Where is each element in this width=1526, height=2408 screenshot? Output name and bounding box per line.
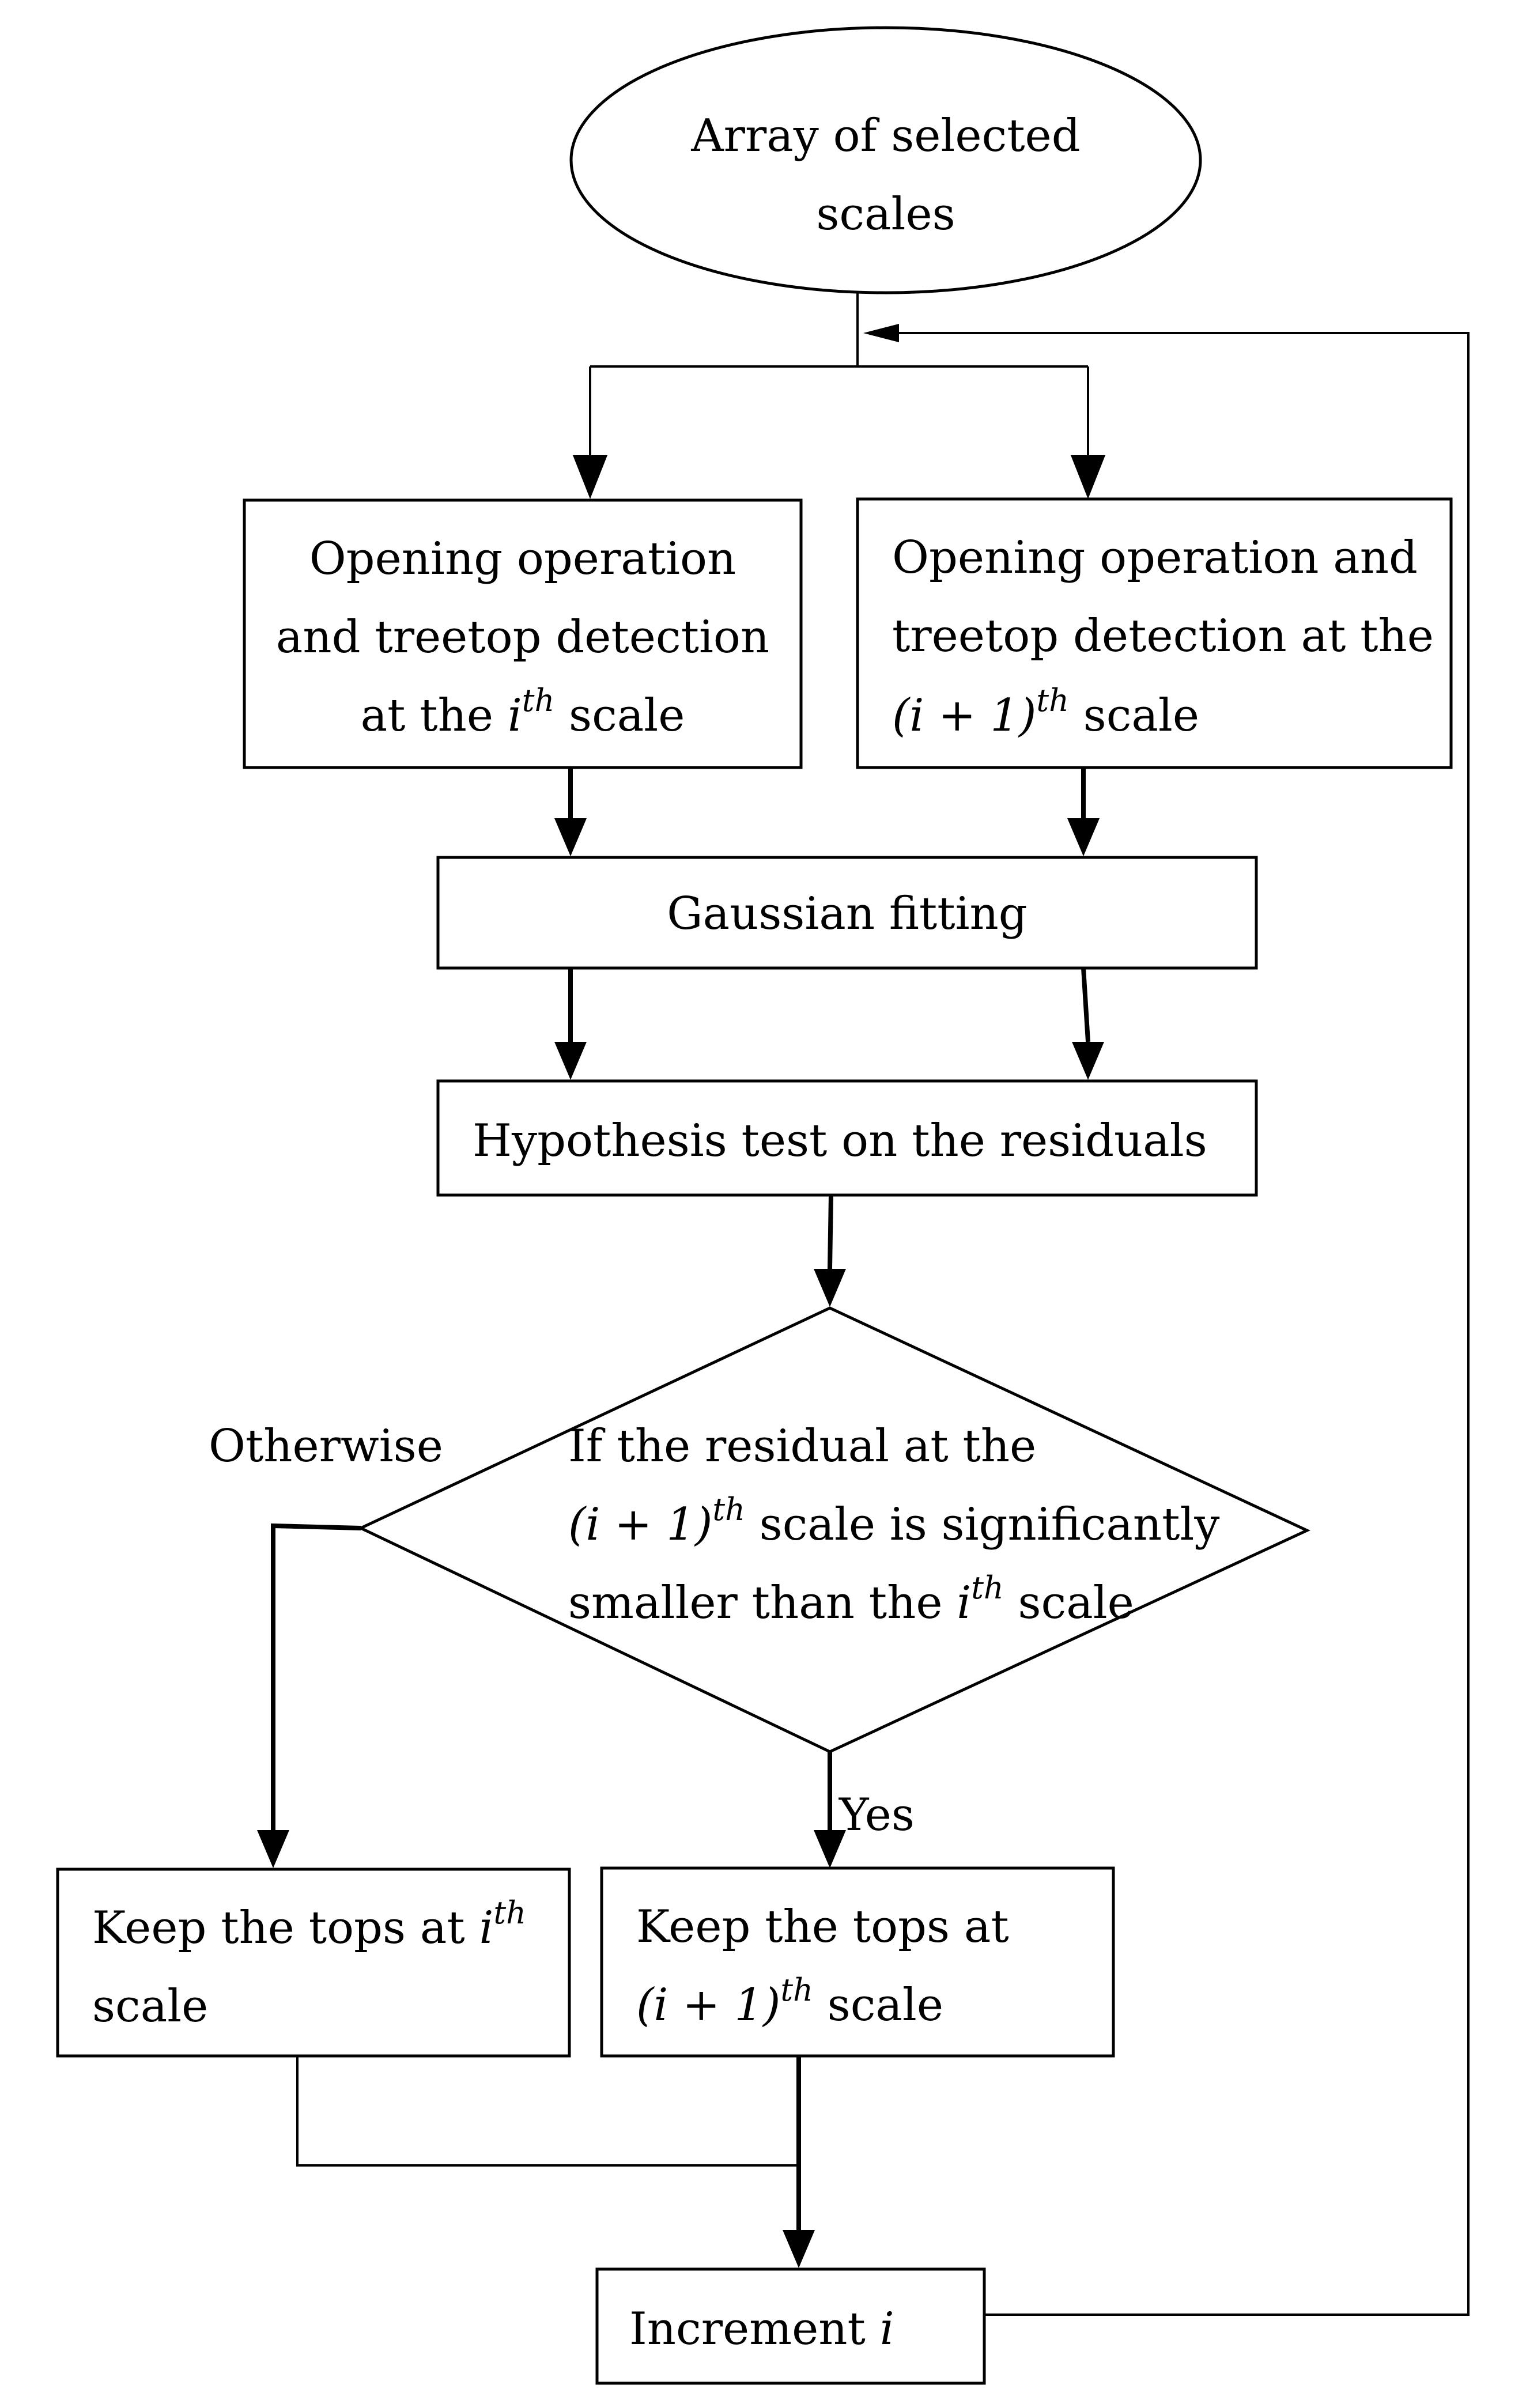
edge-label-yes: Yes <box>838 1789 915 1841</box>
incr-box <box>595 2267 986 2385</box>
arrowhead-hyp-right <box>1072 1042 1104 1080</box>
gauss-label: Gaussian fitting <box>667 888 1027 940</box>
open-i1-line2: treetop detection at the <box>892 610 1434 662</box>
start-ellipse <box>569 26 1202 294</box>
arrowhead-decision <box>814 1269 846 1307</box>
keep-i1-line1: Keep the tops at <box>636 1901 1009 1953</box>
arrowhead-hyp-left <box>554 1042 587 1080</box>
open-i1-line3: (i + 1)th scale <box>892 682 1199 742</box>
edge-label-otherwise: Otherwise <box>209 1420 443 1472</box>
keep-i1-box <box>600 1866 1115 2058</box>
decision-line3: smaller than the ith scale <box>568 1570 1134 1629</box>
start-label-line2: scales <box>816 188 955 240</box>
connector-hyp-to-decision <box>828 1194 833 1269</box>
open-i1-line1: Opening operation and <box>892 532 1418 584</box>
decision-line2: (i + 1)th scale is significantly <box>568 1491 1219 1551</box>
arrowhead-incr <box>783 2230 815 2268</box>
connector-start-split <box>589 293 1089 455</box>
open-i-line1: Opening operation <box>309 533 736 585</box>
hyp-box <box>436 1079 1258 1197</box>
arrowhead-keep-i <box>257 1830 289 1868</box>
keep-i-box <box>56 1868 571 2058</box>
arrowhead-gauss-left <box>554 818 587 856</box>
connector-keep-i-merge <box>296 2056 799 2167</box>
incr-label: Increment i <box>629 2303 894 2355</box>
keep-i1-line2: (i + 1)th scale <box>636 1972 943 2031</box>
open-i-box <box>243 498 803 769</box>
open-i-line3: at the ith scale <box>361 682 685 742</box>
connector-gauss-to-hyp-right <box>1081 967 1090 1042</box>
arrowhead-loop <box>863 324 899 342</box>
arrowhead-to-open-i <box>573 455 607 499</box>
open-i1-box <box>856 497 1453 769</box>
arrowhead-gauss-right <box>1067 818 1100 856</box>
open-i-line2: and treetop detection <box>276 611 769 663</box>
arrowhead-keep-i1 <box>814 1830 846 1868</box>
start-label-line1: Array of selected <box>690 110 1080 162</box>
keep-i-line1: Keep the tops at ith <box>92 1895 526 1954</box>
decision-line1: If the residual at the <box>568 1420 1036 1472</box>
arrowhead-to-open-i1 <box>1071 455 1105 499</box>
keep-i-line2: scale <box>92 1980 208 2032</box>
connector-loop-back <box>899 332 1470 2316</box>
gauss-box <box>436 856 1258 970</box>
decision-diamond <box>357 1306 1310 1753</box>
connector-otherwise <box>271 1523 361 1830</box>
hyp-label: Hypothesis test on the residuals <box>473 1115 1207 1167</box>
